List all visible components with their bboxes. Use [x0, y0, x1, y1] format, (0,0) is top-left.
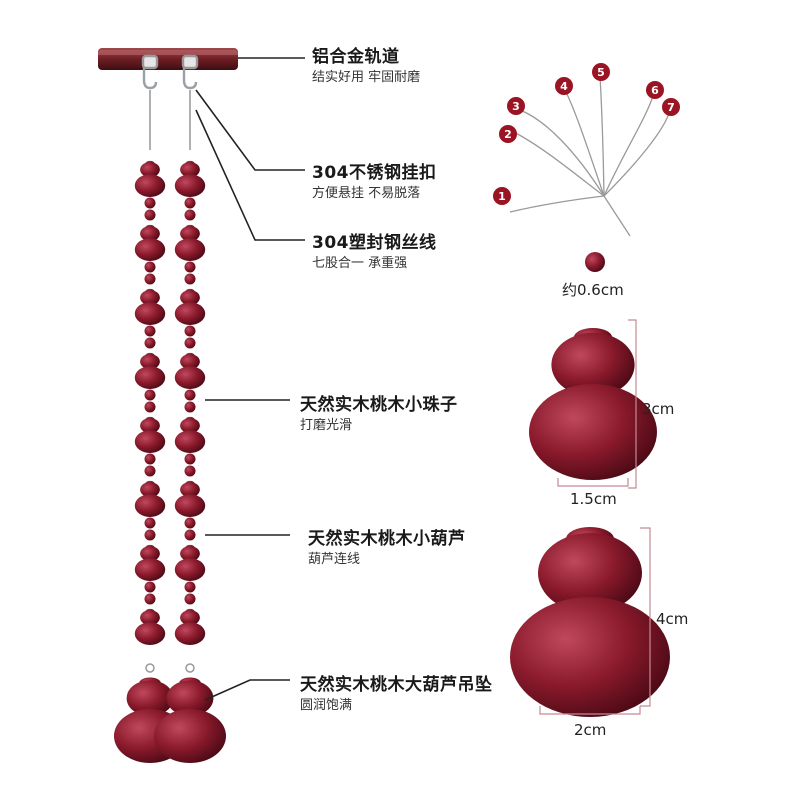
- small-bead: [144, 401, 156, 413]
- small-bead: [184, 325, 196, 337]
- label-rail-sub: 结实好用 牢固耐磨: [312, 70, 421, 85]
- small-bead: [144, 273, 156, 285]
- small-bead: [144, 517, 156, 529]
- small-bead: [184, 517, 196, 529]
- bead-size-label: 约0.6cm: [562, 281, 624, 299]
- strand-badges: 1 2 3 4 5 67: [493, 63, 680, 205]
- strand-badge: [646, 81, 664, 99]
- strand-badge: [662, 98, 680, 116]
- small-bead: [144, 337, 156, 349]
- small-bead: [144, 453, 156, 465]
- strand-badge-number: 1: [498, 190, 506, 203]
- small-gourd-bead: [174, 608, 206, 645]
- label-hook-title: 304不锈钢挂扣: [312, 163, 437, 183]
- label-bead-title: 天然实木桃木小珠子: [300, 395, 458, 415]
- seven-strand-wire-diagram: [509, 75, 671, 237]
- small-bead: [184, 337, 196, 349]
- small-bead: [144, 581, 156, 593]
- small-gourd-bead: [134, 224, 166, 261]
- small-bead: [184, 453, 196, 465]
- label-wire-sub: 七股合一 承重强: [312, 256, 408, 271]
- label-small-gourd-sub: 葫芦连线: [308, 552, 361, 567]
- pendant-ring: [145, 663, 155, 673]
- small-bead: [184, 401, 196, 413]
- small-bead: [144, 209, 156, 221]
- strand-badge-number: 6: [651, 84, 659, 97]
- small-bead: [184, 581, 196, 593]
- strand-badge-number: 4: [560, 80, 568, 93]
- small-gourd-bead: [134, 416, 166, 453]
- small-bead: [144, 593, 156, 605]
- small-gourd-bead: [174, 288, 206, 325]
- strand-badge: [592, 63, 610, 81]
- label-wire-title: 304塑封钢丝线: [312, 233, 437, 253]
- leader-lines: [195, 57, 305, 701]
- small-gourd-bead: [134, 160, 166, 197]
- small-bead: [144, 389, 156, 401]
- big-gourd-width-label: 2cm: [574, 721, 607, 739]
- small-gourd-width-label: 1.5cm: [570, 490, 617, 508]
- small-bead: [184, 197, 196, 209]
- small-gourd: [529, 328, 657, 480]
- small-bead: [144, 325, 156, 337]
- strand-badge-number: 7: [667, 101, 675, 114]
- small-gourd-height-label: 3cm: [642, 400, 675, 418]
- small-gourd-bead: [134, 352, 166, 389]
- small-gourd-bead: [174, 352, 206, 389]
- small-bead: [184, 529, 196, 541]
- steel-hooks: [141, 54, 199, 90]
- small-bead: [184, 209, 196, 221]
- pendant-ring: [185, 663, 195, 673]
- label-rail-title: 铝合金轨道: [312, 47, 400, 67]
- small-gourd-bead: [134, 544, 166, 581]
- small-gourd-bead: [174, 160, 206, 197]
- label-big-gourd-sub: 圆润饱满: [300, 698, 353, 713]
- strand-badge: [507, 97, 525, 115]
- strand-badge-number: 5: [597, 66, 605, 79]
- small-bead: [184, 261, 196, 273]
- strand-badge: [499, 125, 517, 143]
- small-bead: [585, 252, 605, 272]
- strand-badge-number: 2: [504, 128, 512, 141]
- small-gourd-bead: [174, 416, 206, 453]
- small-bead: [184, 389, 196, 401]
- small-gourd-bead: [174, 544, 206, 581]
- small-bead: [144, 197, 156, 209]
- small-bead: [144, 261, 156, 273]
- big-gourd: [510, 527, 670, 717]
- small-bead: [184, 273, 196, 285]
- label-small-gourd-title: 天然实木桃木小葫芦: [308, 529, 466, 549]
- strand-badge: [555, 77, 573, 95]
- label-big-gourd-title: 天然实木桃木大葫芦吊坠: [300, 675, 493, 695]
- steel-wires: [149, 90, 191, 150]
- small-gourd-bead: [134, 480, 166, 517]
- small-gourd-bead: [174, 224, 206, 261]
- small-gourd-bead: [134, 288, 166, 325]
- small-bead: [144, 529, 156, 541]
- aluminum-rail: [98, 48, 238, 70]
- label-bead-sub: 打磨光滑: [300, 418, 353, 433]
- small-gourd-bead: [134, 608, 166, 645]
- strand-badge: [493, 187, 511, 205]
- dimension-brackets: [539, 319, 651, 715]
- small-bead: [144, 465, 156, 477]
- small-bead: [184, 465, 196, 477]
- small-gourd-bead: [174, 480, 206, 517]
- small-bead: [184, 593, 196, 605]
- label-hook-sub: 方便悬挂 不易脱落: [312, 186, 421, 201]
- big-gourd-height-label: 4cm: [656, 610, 689, 628]
- bead-strand-left: [114, 160, 186, 763]
- strand-badge-number: 3: [512, 100, 520, 113]
- bead-strand-right: [154, 160, 226, 763]
